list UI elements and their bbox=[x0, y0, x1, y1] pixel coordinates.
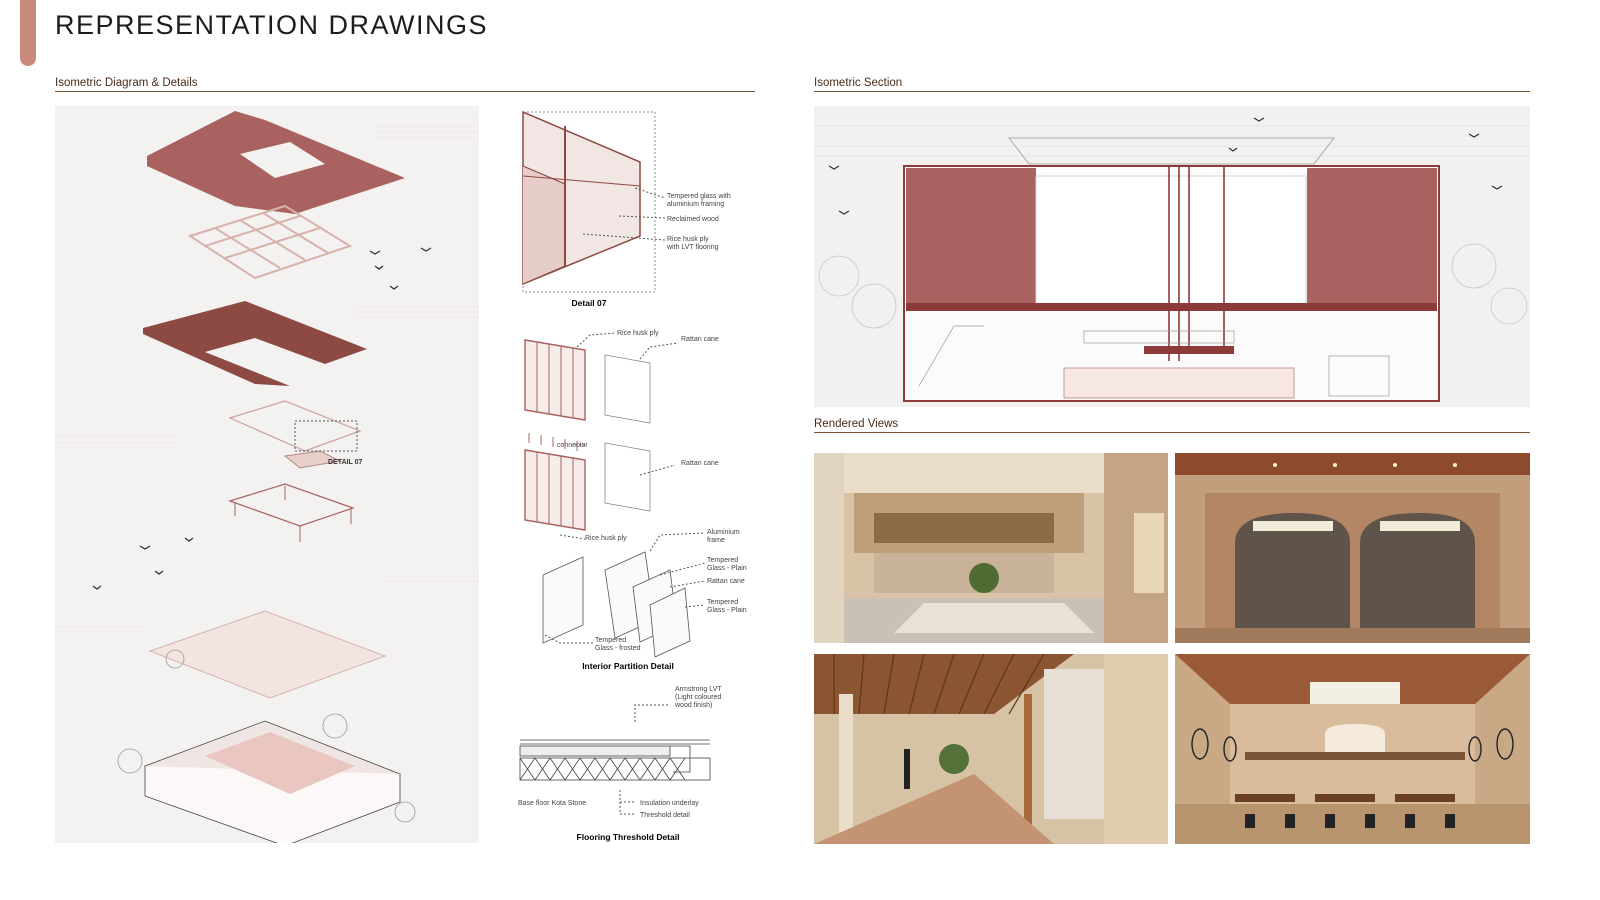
title-accent-bar bbox=[20, 0, 36, 66]
flooring-label: wood finish) bbox=[674, 702, 712, 709]
detail07-label: aluminium framing bbox=[667, 201, 724, 208]
flooring-label: Armstrong LVT bbox=[675, 686, 722, 693]
section-heading-isometric-section: Isometric Section bbox=[814, 77, 1530, 92]
partition-label: Rattan cane bbox=[681, 336, 719, 343]
partition-label: Tempered bbox=[595, 637, 626, 644]
rendered-view-corridor bbox=[814, 654, 1168, 844]
interior-partition-detail-drawing: Rice husk ply Rattan cane connector Ratt… bbox=[524, 330, 747, 671]
partition-label: frame bbox=[707, 537, 725, 544]
flooring-label: (Light coloured bbox=[675, 694, 721, 701]
rendered-view-open-office bbox=[1175, 654, 1530, 844]
detail07-caption: Detail 07 bbox=[572, 298, 607, 308]
partition-label: Glass - Plain bbox=[707, 607, 747, 614]
isometric-section-drawing bbox=[814, 106, 1530, 407]
partition-label: Rattan cane bbox=[707, 578, 745, 585]
section-heading-isometric-diagram: Isometric Diagram & Details bbox=[55, 77, 755, 92]
partition-label: Glass - frosted bbox=[595, 645, 641, 652]
detail-07-callout: DETAIL 07 bbox=[328, 459, 362, 466]
partition-label: Tempered bbox=[707, 599, 738, 606]
partition-label: Rice husk ply bbox=[585, 535, 627, 542]
page-title: REPRESENTATION DRAWINGS bbox=[55, 10, 489, 40]
detail07-label: Reclaimed wood bbox=[667, 216, 719, 223]
exploded-isometric-diagram: DETAIL 07 bbox=[55, 106, 479, 843]
detail07-label: Tempered glass with bbox=[667, 193, 731, 200]
detail07-label: Rice husk ply bbox=[667, 236, 709, 243]
detail07-label: with LVT flooring bbox=[666, 244, 719, 251]
partition-label: Rattan cane bbox=[681, 460, 719, 467]
rendered-view-atrium bbox=[814, 453, 1168, 643]
partition-caption: Interior Partition Detail bbox=[582, 661, 674, 671]
partition-label: connector bbox=[557, 442, 588, 449]
flooring-label: Insulation underlay bbox=[640, 800, 699, 807]
flooring-label: Threshold detail bbox=[640, 812, 690, 819]
partition-label: Glass - Plain bbox=[707, 565, 747, 572]
rendered-view-meeting-rooms bbox=[1175, 453, 1530, 643]
detail-07-drawing: Tempered glass with aluminium framing Re… bbox=[522, 110, 731, 308]
section-heading-rendered-views: Rendered Views bbox=[814, 418, 1530, 433]
flooring-threshold-detail-drawing: Armstrong LVT (Light coloured wood finis… bbox=[518, 686, 722, 842]
flooring-label: Base floor Kota Stone bbox=[518, 800, 586, 807]
partition-label: Rice husk ply bbox=[617, 330, 659, 337]
flooring-caption: Flooring Threshold Detail bbox=[577, 832, 680, 842]
partition-label: Tempered bbox=[707, 557, 738, 564]
partition-label: Aluminium bbox=[707, 529, 740, 536]
